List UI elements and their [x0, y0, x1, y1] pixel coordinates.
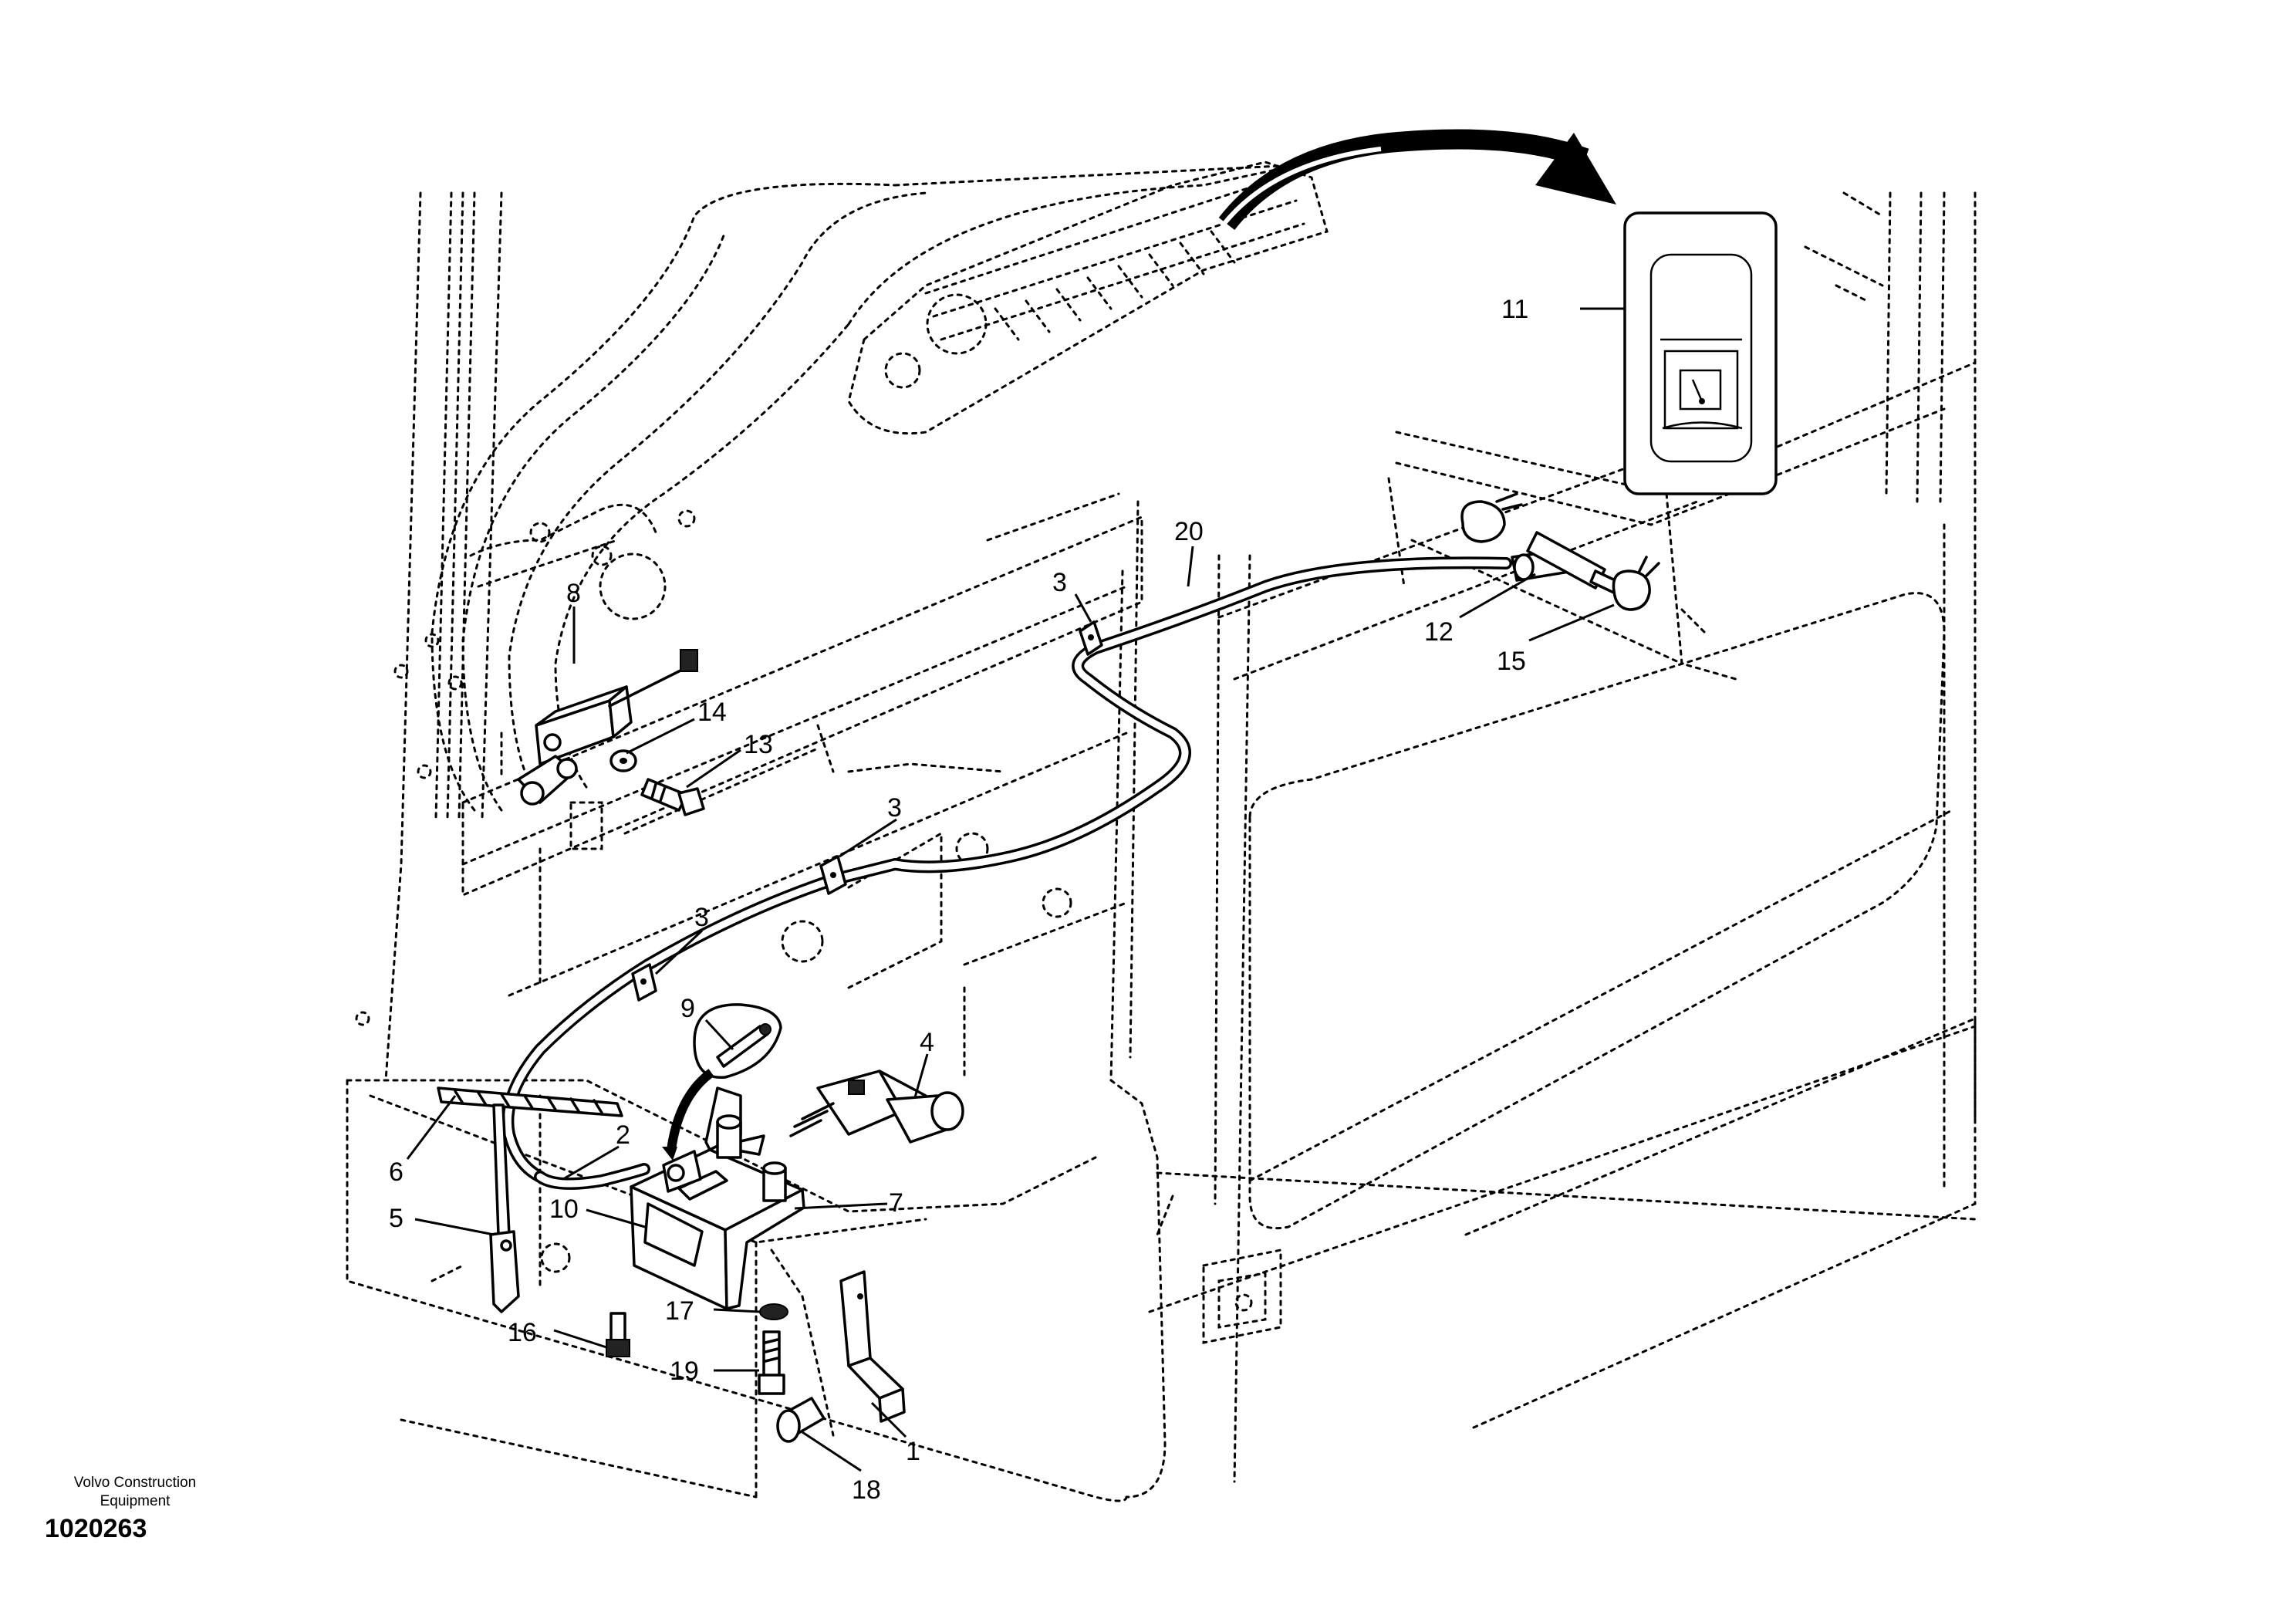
publisher-line-2: Equipment	[100, 1493, 171, 1509]
cab-outline	[346, 161, 1977, 1502]
washer-nozzle	[1511, 531, 1623, 596]
leader-lines	[406, 307, 1625, 1472]
callout-20: 20	[1174, 517, 1204, 546]
bracket-spacer-right	[762, 1161, 787, 1202]
callout-12: 12	[1424, 617, 1454, 647]
callout-11: 11	[1501, 295, 1528, 324]
wiper-motor	[789, 1070, 964, 1144]
pointer-arrow	[1218, 129, 1616, 231]
hose-clamp-top	[1079, 620, 1103, 656]
callout-14: 14	[697, 698, 727, 727]
callout-13: 13	[744, 730, 773, 759]
washer-17	[759, 1303, 788, 1320]
figure-number: 1020263	[45, 1514, 147, 1543]
wiper-seal	[662, 1150, 702, 1193]
flange-bolt-18	[776, 1397, 826, 1443]
publisher-name: Volvo Construction Equipment	[31, 1474, 239, 1511]
hose-clamp-lower	[631, 963, 657, 1002]
callout-labels: 11 20 3 12 15 8 14 13 3 3 9 4 2 6 7 10 5…	[389, 295, 1528, 1505]
hex-bolt	[640, 778, 705, 816]
bolt-19	[758, 1330, 785, 1395]
callout-9: 9	[680, 994, 695, 1023]
callout-10: 10	[549, 1195, 579, 1224]
callout-3-top: 3	[1052, 568, 1067, 597]
callout-7: 7	[889, 1188, 903, 1218]
callout-18: 18	[852, 1475, 881, 1505]
hose-clamp-middle	[819, 855, 847, 895]
callout-4: 4	[920, 1028, 934, 1057]
washer-hose	[501, 556, 1512, 1190]
washer-ring	[609, 749, 637, 772]
callout-2: 2	[616, 1120, 630, 1150]
callout-17: 17	[665, 1296, 694, 1326]
door-contact-switch	[517, 649, 698, 806]
wiper-switch-detail	[1623, 211, 1778, 495]
screw-16	[606, 1312, 630, 1357]
wiper-arm	[489, 1103, 520, 1313]
wiper-blade	[437, 1086, 623, 1117]
hose-clip-upper	[1460, 492, 1523, 543]
mounting-bracket	[839, 1270, 906, 1423]
callout-1: 1	[906, 1437, 920, 1466]
callout-19: 19	[670, 1357, 699, 1386]
callout-15: 15	[1497, 647, 1526, 676]
bracket-spacer-left	[716, 1114, 742, 1159]
callout-16: 16	[508, 1318, 537, 1347]
publisher-line-1: Volvo Construction	[73, 1475, 197, 1491]
connector-detail	[662, 1003, 782, 1161]
callout-3-middle: 3	[887, 793, 902, 823]
callout-5: 5	[389, 1204, 403, 1233]
hose-clip-lower	[1612, 556, 1660, 611]
callout-8: 8	[566, 579, 581, 608]
callout-6: 6	[389, 1157, 403, 1187]
callout-3-lower: 3	[694, 903, 709, 932]
